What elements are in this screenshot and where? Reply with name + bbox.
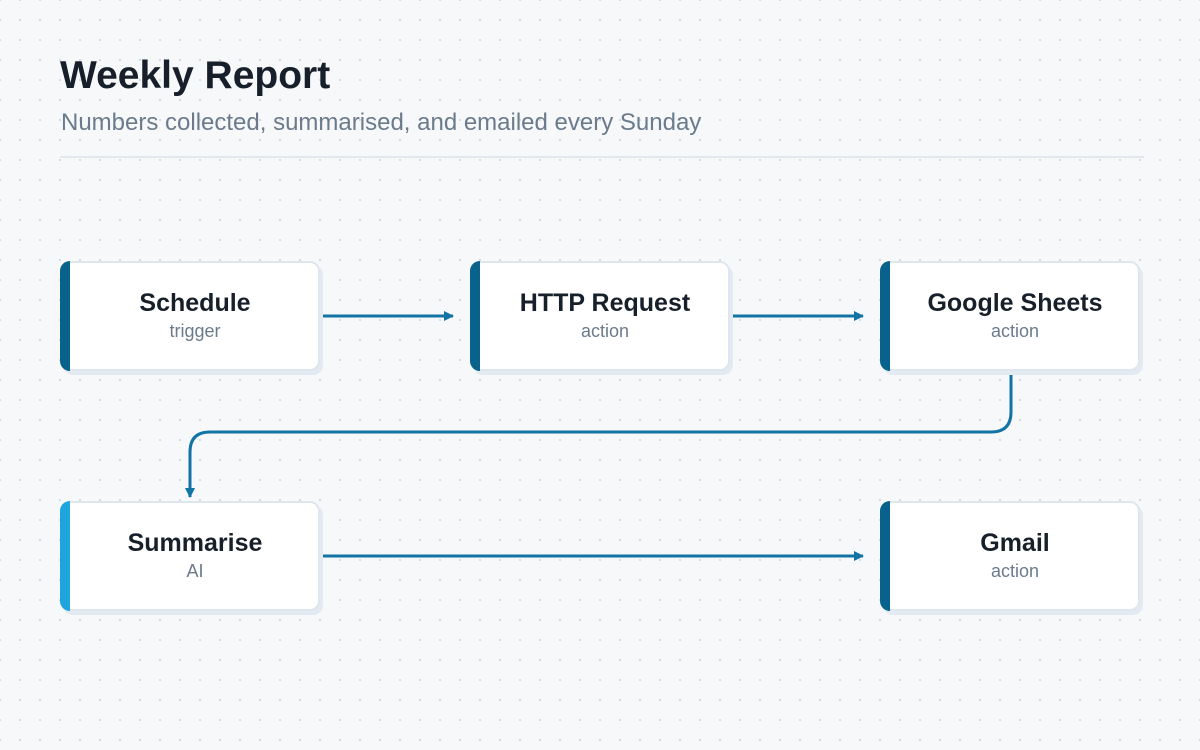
node-accent-bar — [470, 261, 480, 371]
node-type-label: trigger — [169, 320, 221, 341]
edge-google-sheets-to-summarise — [185, 370, 1013, 498]
node-title: Gmail — [980, 529, 1050, 558]
node-http-request[interactable]: HTTP Request action — [470, 261, 730, 371]
node-type-label: AI — [186, 560, 204, 581]
title-divider — [60, 156, 1144, 158]
node-gmail[interactable]: Gmail action — [880, 501, 1140, 611]
node-type-label: action — [990, 320, 1040, 341]
node-google-sheets[interactable]: Google Sheets action — [880, 261, 1140, 371]
page-title: Weekly Report — [60, 54, 331, 97]
node-schedule[interactable]: Schedule trigger — [60, 261, 320, 371]
node-summarise[interactable]: Summarise AI — [60, 501, 320, 611]
node-accent-bar — [880, 501, 890, 611]
node-accent-bar — [60, 501, 70, 611]
node-title: HTTP Request — [519, 289, 691, 318]
node-accent-bar — [60, 261, 70, 371]
node-title: Schedule — [139, 289, 251, 318]
node-type-label: action — [990, 560, 1040, 581]
node-title: Summarise — [127, 529, 263, 558]
node-accent-bar — [880, 261, 890, 371]
node-type-label: action — [580, 320, 630, 341]
node-title: Google Sheets — [927, 289, 1103, 318]
page-subtitle: Numbers collected, summarised, and email… — [61, 109, 702, 136]
